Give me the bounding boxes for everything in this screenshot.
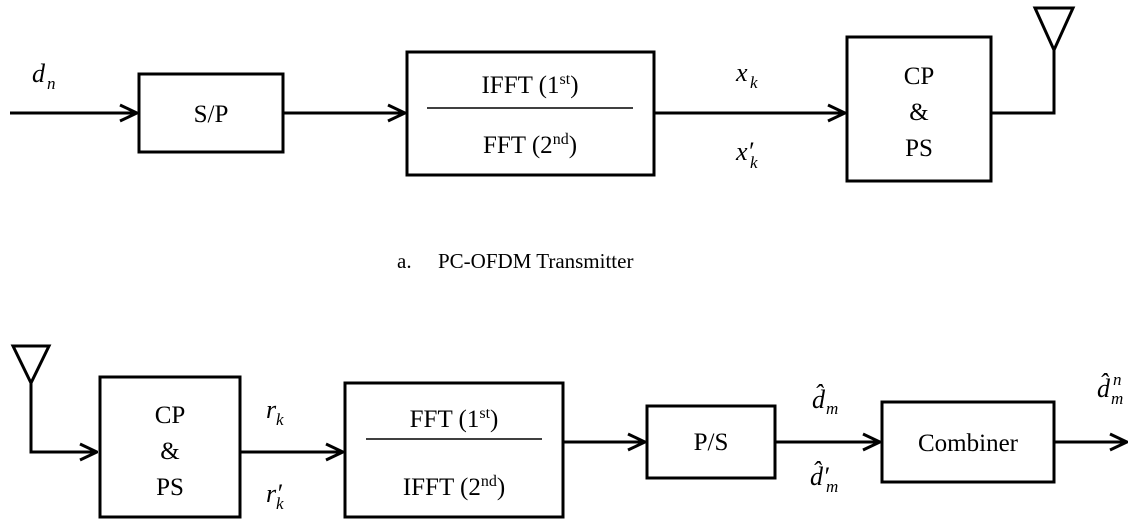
rx-ampersand-label: & xyxy=(160,438,179,465)
tx-antenna-icon xyxy=(1032,6,1076,54)
dm-hat-prime-subscript: m xyxy=(826,477,838,496)
rx-input-label-rk-prime: r′ k xyxy=(266,479,284,513)
rx-estimate-label-dm: d̂ m xyxy=(812,385,838,418)
tx-cp-ps-block xyxy=(845,35,993,183)
tx-caption: PC-OFDM Transmitter xyxy=(438,249,633,273)
tx-ampersand-label: & xyxy=(909,99,928,126)
rx-ps-block-label: P/S xyxy=(694,429,729,456)
tx-output-label-xk-prime: x′ k xyxy=(735,137,758,172)
tx-input-subscript: n xyxy=(47,74,56,93)
rx-cp-ps-block xyxy=(98,375,242,519)
dm-hat-prime-symbol: d̂′ xyxy=(810,462,829,491)
rx-transform-block xyxy=(343,381,565,519)
rx-ps-label: PS xyxy=(156,474,184,501)
tx-cp-label: CP xyxy=(904,63,935,90)
tx-input-label: d n xyxy=(32,59,56,93)
tx-antenna-feed xyxy=(991,50,1056,115)
xk-prime-subscript: k xyxy=(750,153,758,172)
transmitter-diagram: d n S/P IFFT (1st) FFT (2nd) x k x′ k CP… xyxy=(10,6,1076,273)
tx-transform-bottom-label: FFT (2nd) xyxy=(483,131,577,159)
tx-transform-top-label: IFFT (1st) xyxy=(481,71,578,99)
xk-symbol: x xyxy=(735,58,748,87)
rx-cp-label: CP xyxy=(155,402,186,429)
rx-input-label-rk: r k xyxy=(266,395,284,429)
rx-antenna-icon xyxy=(10,344,52,387)
sp-label: S/P xyxy=(194,101,229,128)
rk-subscript: k xyxy=(276,410,284,429)
tx-caption-marker: a. xyxy=(397,249,412,273)
dm-hat-subscript: m xyxy=(826,399,838,418)
rk-symbol: r xyxy=(266,395,277,424)
dm-hat-symbol: d̂ xyxy=(812,385,826,414)
rx-output-label: d̂ n m xyxy=(1097,370,1123,408)
rk-prime-symbol: r′ xyxy=(266,479,282,508)
final-dhat-superscript: n xyxy=(1113,370,1122,389)
rx-antenna-feed xyxy=(29,383,97,452)
rx-transform-bottom-label: IFFT (2nd) xyxy=(403,473,505,501)
final-dhat-subscript: m xyxy=(1111,389,1123,408)
final-dhat-symbol: d̂ xyxy=(1097,374,1111,403)
tx-ps-label: PS xyxy=(905,135,933,162)
tx-transform-block xyxy=(405,50,656,177)
tx-output-label-xk: x k xyxy=(735,58,758,92)
rx-estimate-label-dm-prime: d̂′ m xyxy=(810,462,838,496)
rk-prime-subscript: k xyxy=(276,494,284,513)
rx-transform-top-label: FFT (1st) xyxy=(410,405,499,433)
receiver-diagram: CP & PS r k r′ k FFT (1st) IFFT (2nd) P/… xyxy=(10,344,1127,519)
xk-prime-symbol: x′ xyxy=(735,137,754,166)
tx-input-symbol: d xyxy=(32,59,46,88)
xk-subscript: k xyxy=(750,73,758,92)
rx-ps-block xyxy=(645,404,777,480)
combiner-label: Combiner xyxy=(918,430,1019,457)
